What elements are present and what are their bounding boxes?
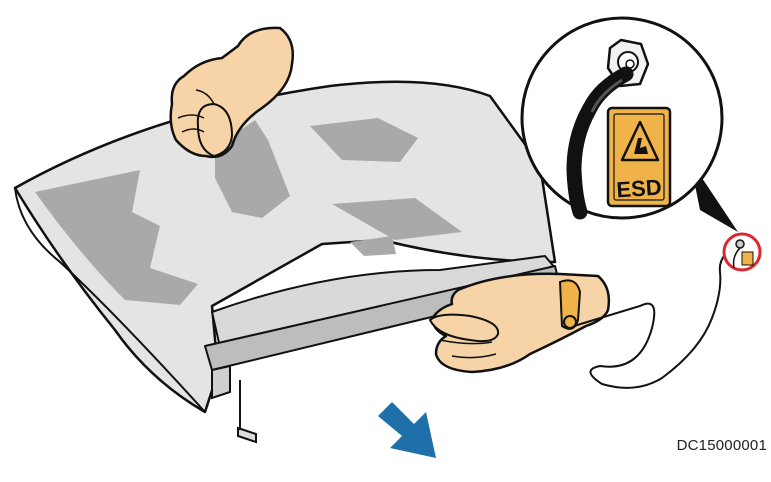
esd-label-text: ESD (616, 174, 663, 202)
hand-top-thumb (198, 104, 232, 156)
small-esd-label (742, 252, 753, 265)
pull-direction-arrow-icon (378, 402, 436, 458)
grounding-point (724, 234, 760, 270)
small-stud (736, 240, 744, 248)
magnified-callout: ESD (522, 18, 738, 232)
module-pin (238, 428, 256, 442)
drawing-id-label: DC15000001 (677, 437, 767, 454)
arrow-shape (378, 402, 436, 458)
module-bracket (212, 366, 230, 398)
